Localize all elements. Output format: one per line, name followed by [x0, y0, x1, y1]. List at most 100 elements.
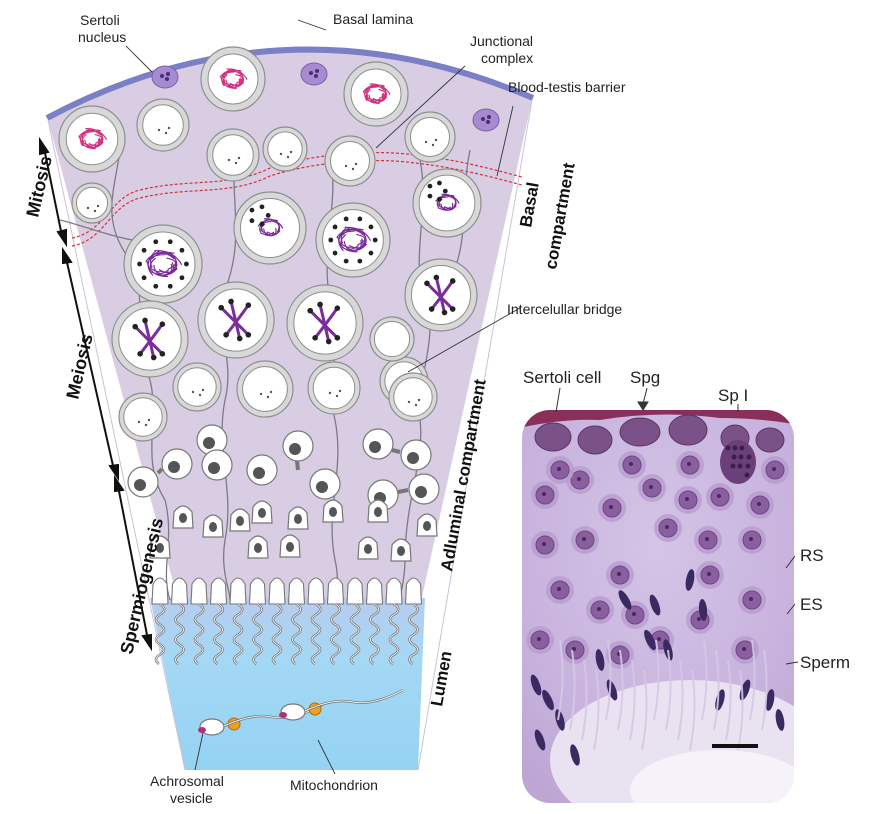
- spermatid-nucleus: [254, 543, 262, 553]
- speck: [336, 395, 338, 397]
- intercellular-bridge: [297, 461, 298, 470]
- nucleus: [331, 142, 370, 181]
- speck: [425, 141, 427, 143]
- nucleolus: [717, 494, 721, 498]
- speck: [158, 129, 160, 131]
- speck: [415, 404, 417, 406]
- speck: [329, 392, 331, 394]
- spermatogonium: [756, 428, 784, 452]
- speck: [138, 421, 140, 423]
- nucleolus: [629, 462, 633, 466]
- chromatin-dot: [260, 204, 265, 209]
- label-junctional-complex-line1: Junctional: [470, 33, 533, 49]
- nucleus: [351, 69, 401, 119]
- centromere: [132, 324, 138, 330]
- nucleolus: [657, 637, 661, 641]
- spermatid-nucleus: [369, 441, 381, 453]
- centromere: [160, 321, 166, 327]
- centromere: [160, 351, 166, 357]
- spermatid-nucleus: [236, 516, 244, 526]
- nucleus: [394, 378, 432, 416]
- nucleolus: [537, 637, 541, 641]
- spermatogonium: [578, 426, 612, 454]
- nucleolus: [542, 492, 546, 496]
- chromatin-dot: [373, 238, 378, 243]
- spermatid-nucleus: [253, 467, 265, 479]
- nucleolus: [772, 467, 776, 471]
- centromere: [137, 351, 143, 357]
- label-achrosomal-vesicle-line2: vesicle: [170, 790, 213, 806]
- spermatid-nucleus: [134, 479, 146, 491]
- chromatin-dot: [168, 239, 173, 244]
- speck: [260, 393, 262, 395]
- nucleus: [268, 132, 302, 166]
- spermatid-head: [328, 578, 344, 604]
- spermatogonium: [535, 423, 571, 451]
- label-mitochondrion: Mitochondrion: [290, 777, 378, 793]
- speck: [165, 132, 167, 134]
- nucleolus: [557, 587, 561, 591]
- micro-label-sp-i: Sp I: [718, 386, 748, 405]
- nucleolus: [705, 537, 709, 541]
- spermatid-head: [347, 578, 363, 604]
- nucleolus: [749, 597, 753, 601]
- micro-label-sertoli-cell: Sertoli cell: [523, 368, 601, 387]
- chromatin-dot: [344, 259, 349, 264]
- spermatid-head: [386, 578, 402, 604]
- speck: [168, 127, 170, 129]
- chromatin-dot: [168, 284, 173, 289]
- nucleus: [419, 175, 475, 231]
- spermatid-head: [230, 578, 246, 604]
- label-sertoli-nucleus-line2: nucleus: [78, 29, 126, 45]
- speck: [199, 394, 201, 396]
- centromere: [326, 339, 332, 345]
- micro-label-es: ES: [800, 595, 823, 614]
- nucleus: [124, 398, 162, 436]
- speck: [145, 424, 147, 426]
- speck: [202, 389, 204, 391]
- centromere: [312, 335, 318, 341]
- nucleolus: [314, 74, 318, 78]
- nucleolus: [166, 72, 170, 76]
- centromere: [434, 275, 440, 281]
- centromere: [442, 310, 448, 316]
- histology-micrograph: [510, 410, 830, 814]
- nucleus: [143, 105, 184, 146]
- spermatid-nucleus: [179, 513, 187, 523]
- spermatid-nucleus: [258, 508, 266, 518]
- spermatid-head: [269, 578, 285, 604]
- speck: [287, 156, 289, 158]
- centromere: [237, 336, 243, 342]
- centromere: [142, 318, 148, 324]
- nucleus: [213, 135, 254, 176]
- acrosomal-vesicle: [279, 712, 287, 718]
- speck: [280, 153, 282, 155]
- spermatid-nucleus: [289, 443, 301, 455]
- nucleolus: [165, 77, 169, 81]
- nucleus: [178, 368, 216, 406]
- spermatid-nucleus: [168, 461, 180, 473]
- nucleolus: [577, 477, 581, 481]
- spermatid-head: [172, 578, 188, 604]
- label-lumen: Lumen: [427, 650, 455, 708]
- sertoli-nucleus: [301, 63, 327, 85]
- speck: [97, 205, 99, 207]
- centromere: [228, 299, 234, 305]
- spermatid-nucleus: [209, 522, 217, 532]
- centromere: [223, 332, 229, 338]
- spermatid-nucleus: [208, 462, 220, 474]
- label-meiosis: Meiosis: [62, 332, 96, 401]
- chromatin-dot: [180, 275, 185, 280]
- chromatin-clump: [726, 446, 731, 451]
- chromatin-dot: [266, 213, 271, 218]
- sertoli-nucleus: [473, 109, 499, 131]
- speck: [418, 399, 420, 401]
- nucleus: [374, 321, 409, 356]
- centromere: [246, 302, 252, 308]
- chromatin-dot: [250, 208, 255, 213]
- chromatin-dot: [328, 238, 333, 243]
- speck: [87, 207, 89, 209]
- lumen-region: [150, 598, 425, 770]
- chromatin-dot: [180, 248, 185, 253]
